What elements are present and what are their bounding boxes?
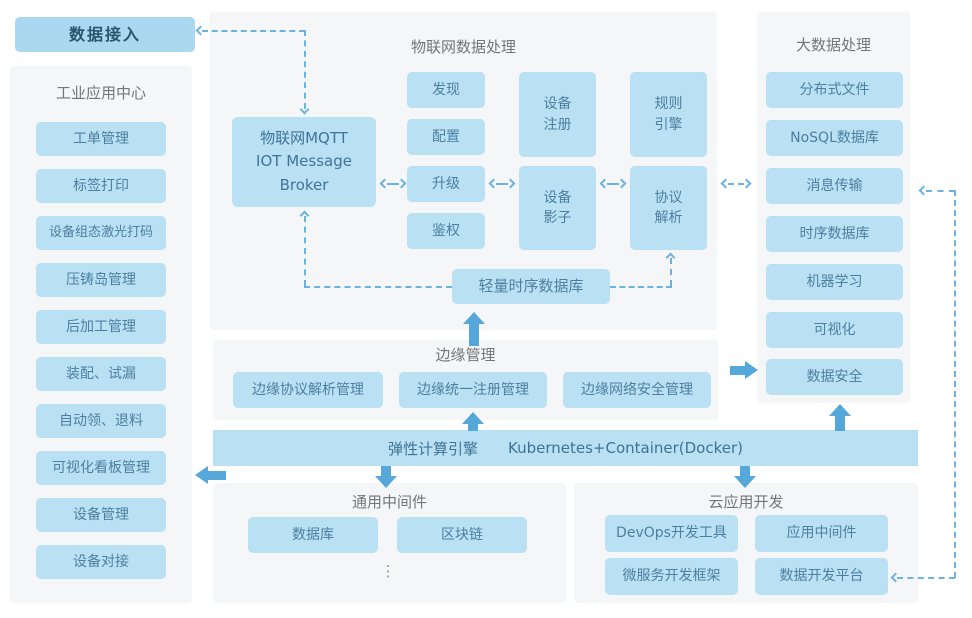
node-database: 数据库 (248, 517, 378, 553)
solid-arrow-shaft (381, 466, 391, 477)
node-device-config-laser-marking: 设备组态激光打码 (36, 216, 166, 250)
compute-engine-name: 弹性计算引擎 (387, 439, 478, 458)
solid-arrow-left-to-app-center (195, 466, 208, 484)
solid-arrow-right-to-data-security (745, 361, 758, 379)
node-time-series-database: 时序数据库 (766, 216, 903, 252)
solid-arrow-up-to-edge-registration (462, 412, 484, 424)
node-visual-dashboard-mgmt: 可视化看板管理 (36, 451, 166, 485)
node-lightweight-tsdb: 轻量时序数据库 (452, 269, 610, 304)
solid-arrow-shaft (469, 323, 479, 346)
dashed-line-broker-to-data-access (202, 30, 305, 32)
node-upgrade: 升级 (407, 166, 485, 202)
node-machine-learning: 机器学习 (766, 264, 903, 300)
node-mqtt-broker: 物联网MQTT IOT Message Broker (232, 117, 376, 207)
node-nosql-database: NoSQL数据库 (766, 120, 903, 156)
panel-title-big-data-processing: 大数据处理 (795, 36, 871, 54)
dashed-line-tsdb-to-broker-vertical (304, 216, 306, 286)
node-visualization: 可视化 (766, 312, 903, 348)
node-configuration: 配置 (407, 119, 485, 155)
solid-arrow-shaft (207, 471, 226, 480)
node-data-access: 数据接入 (15, 17, 195, 52)
node-data-security: 数据安全 (766, 359, 903, 395)
panel-title-common-middleware: 通用中间件 (351, 493, 427, 511)
node-authentication: 鉴权 (407, 213, 485, 249)
node-microservice-framework: 微服务开发框架 (605, 558, 738, 595)
node-devops-tools: DevOps开发工具 (605, 515, 738, 552)
node-edge-protocol-parsing-mgmt: 边缘协议解析管理 (233, 372, 383, 408)
node-device-integration: 设备对接 (36, 545, 166, 579)
dashed-line-tsdb-to-broker-horizontal (304, 286, 452, 288)
panel-title-cloud-app-development: 云应用开发 (708, 493, 784, 511)
dashed-line-tsdb-to-protocol-horizontal (610, 286, 672, 288)
panel-title-edge-management: 边缘管理 (435, 346, 496, 364)
node-die-cast-island-mgmt: 压铸岛管理 (36, 263, 166, 297)
node-edge-network-security-mgmt: 边缘网络安全管理 (563, 372, 711, 408)
node-device-mgmt: 设备管理 (36, 498, 166, 532)
solid-arrow-shaft (468, 423, 478, 431)
dashed-link-iot-bigdata (728, 183, 744, 185)
dashed-link-upgrade-shadow (496, 183, 508, 185)
node-data-dev-platform: 数据开发平台 (755, 558, 888, 595)
solid-arrow-down-to-middleware (375, 476, 397, 488)
arrowhead-right-icon (741, 178, 752, 189)
dashed-line-right-vertical (954, 190, 956, 578)
node-device-registration: 设备 注册 (519, 72, 596, 157)
node-app-middleware: 应用中间件 (755, 515, 888, 552)
node-label-printing: 标签打印 (36, 169, 166, 203)
panel-title-industrial-app-center: 工业应用中心 (55, 84, 146, 102)
solid-arrow-up-to-big-data (829, 404, 851, 416)
solid-arrow-shaft (730, 366, 746, 375)
solid-arrow-up-to-tsdb (463, 312, 485, 324)
dashed-link-broker-upgrade (387, 183, 399, 185)
node-edge-unified-registration-mgmt: 边缘统一注册管理 (399, 372, 547, 408)
panel-title-iot-data-processing: 物联网数据处理 (410, 38, 516, 56)
node-discovery: 发现 (407, 72, 485, 108)
node-rule-engine: 规则 引擎 (630, 72, 707, 157)
node-work-order-mgmt: 工单管理 (36, 122, 166, 156)
node-blockchain: 区块链 (397, 517, 527, 553)
node-distributed-file: 分布式文件 (766, 72, 903, 108)
solid-arrow-down-to-cloud-dev (734, 476, 756, 488)
node-auto-material-pick-return: 自动领、退料 (36, 404, 166, 438)
node-message-transfer: 消息传输 (766, 168, 903, 204)
compute-engine-tech: Kubernetes+Container(Docker) (508, 439, 744, 457)
dashed-line-to-data-dev-platform (897, 577, 955, 579)
dashed-line-tsdb-to-protocol-vertical (670, 258, 672, 286)
node-device-shadow: 设备 影子 (519, 166, 596, 250)
dashed-line-down-to-broker (304, 30, 306, 109)
bar-elastic-compute-engine: 弹性计算引擎 Kubernetes+Container(Docker) (213, 430, 918, 466)
solid-arrow-shaft (835, 415, 845, 431)
dashed-link-shadow-protocol (607, 183, 619, 185)
arrowhead-left-icon (195, 25, 206, 36)
node-protocol-parsing: 协议 解析 (630, 166, 707, 250)
dashed-line-to-message-transfer (926, 190, 955, 192)
solid-arrow-shaft (740, 466, 750, 477)
node-post-processing-mgmt: 后加工管理 (36, 310, 166, 344)
node-assembly-leak-test: 装配、试漏 (36, 357, 166, 391)
more-items-indicator: ⋮ (380, 562, 396, 580)
